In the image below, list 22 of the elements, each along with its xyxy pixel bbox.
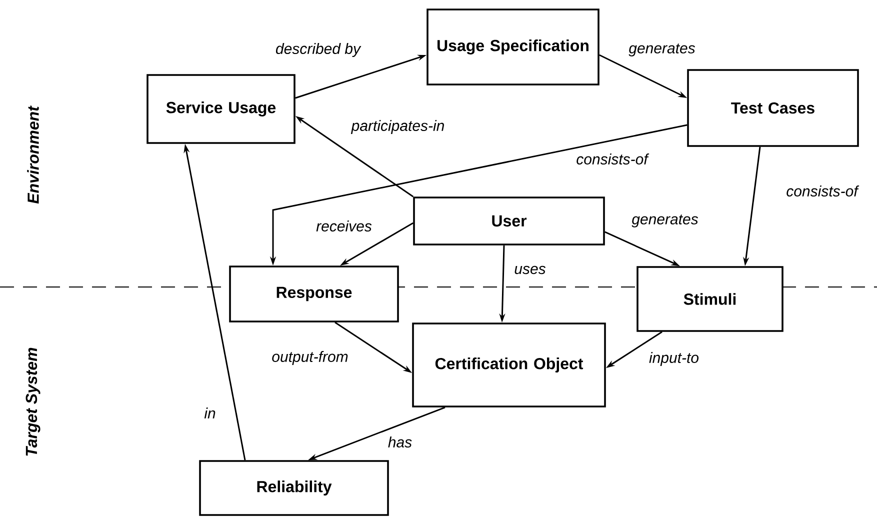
- region-label: Environment: [27, 106, 39, 204]
- edge-label: input-to: [649, 352, 699, 366]
- concept-box: Certification Object: [412, 322, 606, 408]
- edge-label: output-from: [272, 351, 348, 365]
- concept-box: Response: [229, 266, 399, 322]
- edge-label: consists-of: [576, 153, 650, 164]
- concept-box: User: [413, 196, 605, 246]
- region-label: Target System: [26, 348, 40, 456]
- edge-label: participates-in: [350, 120, 444, 134]
- edge-label: has: [388, 436, 412, 448]
- concept-box: Test Cases: [687, 69, 859, 147]
- edge-label: generates: [632, 214, 698, 228]
- concept-box: Reliability: [199, 460, 389, 516]
- edge-label: consists-of: [786, 185, 860, 196]
- edge-label: receives: [316, 220, 372, 232]
- concept-box: Stimuli: [636, 266, 784, 332]
- concept-box: Usage Specification: [426, 8, 600, 86]
- edge-label: generates: [628, 44, 696, 56]
- edge-label: in: [204, 408, 216, 418]
- concept-box: Service Usage: [146, 74, 296, 144]
- edge-label: uses: [514, 266, 546, 274]
- edge-label: described by: [276, 43, 362, 57]
